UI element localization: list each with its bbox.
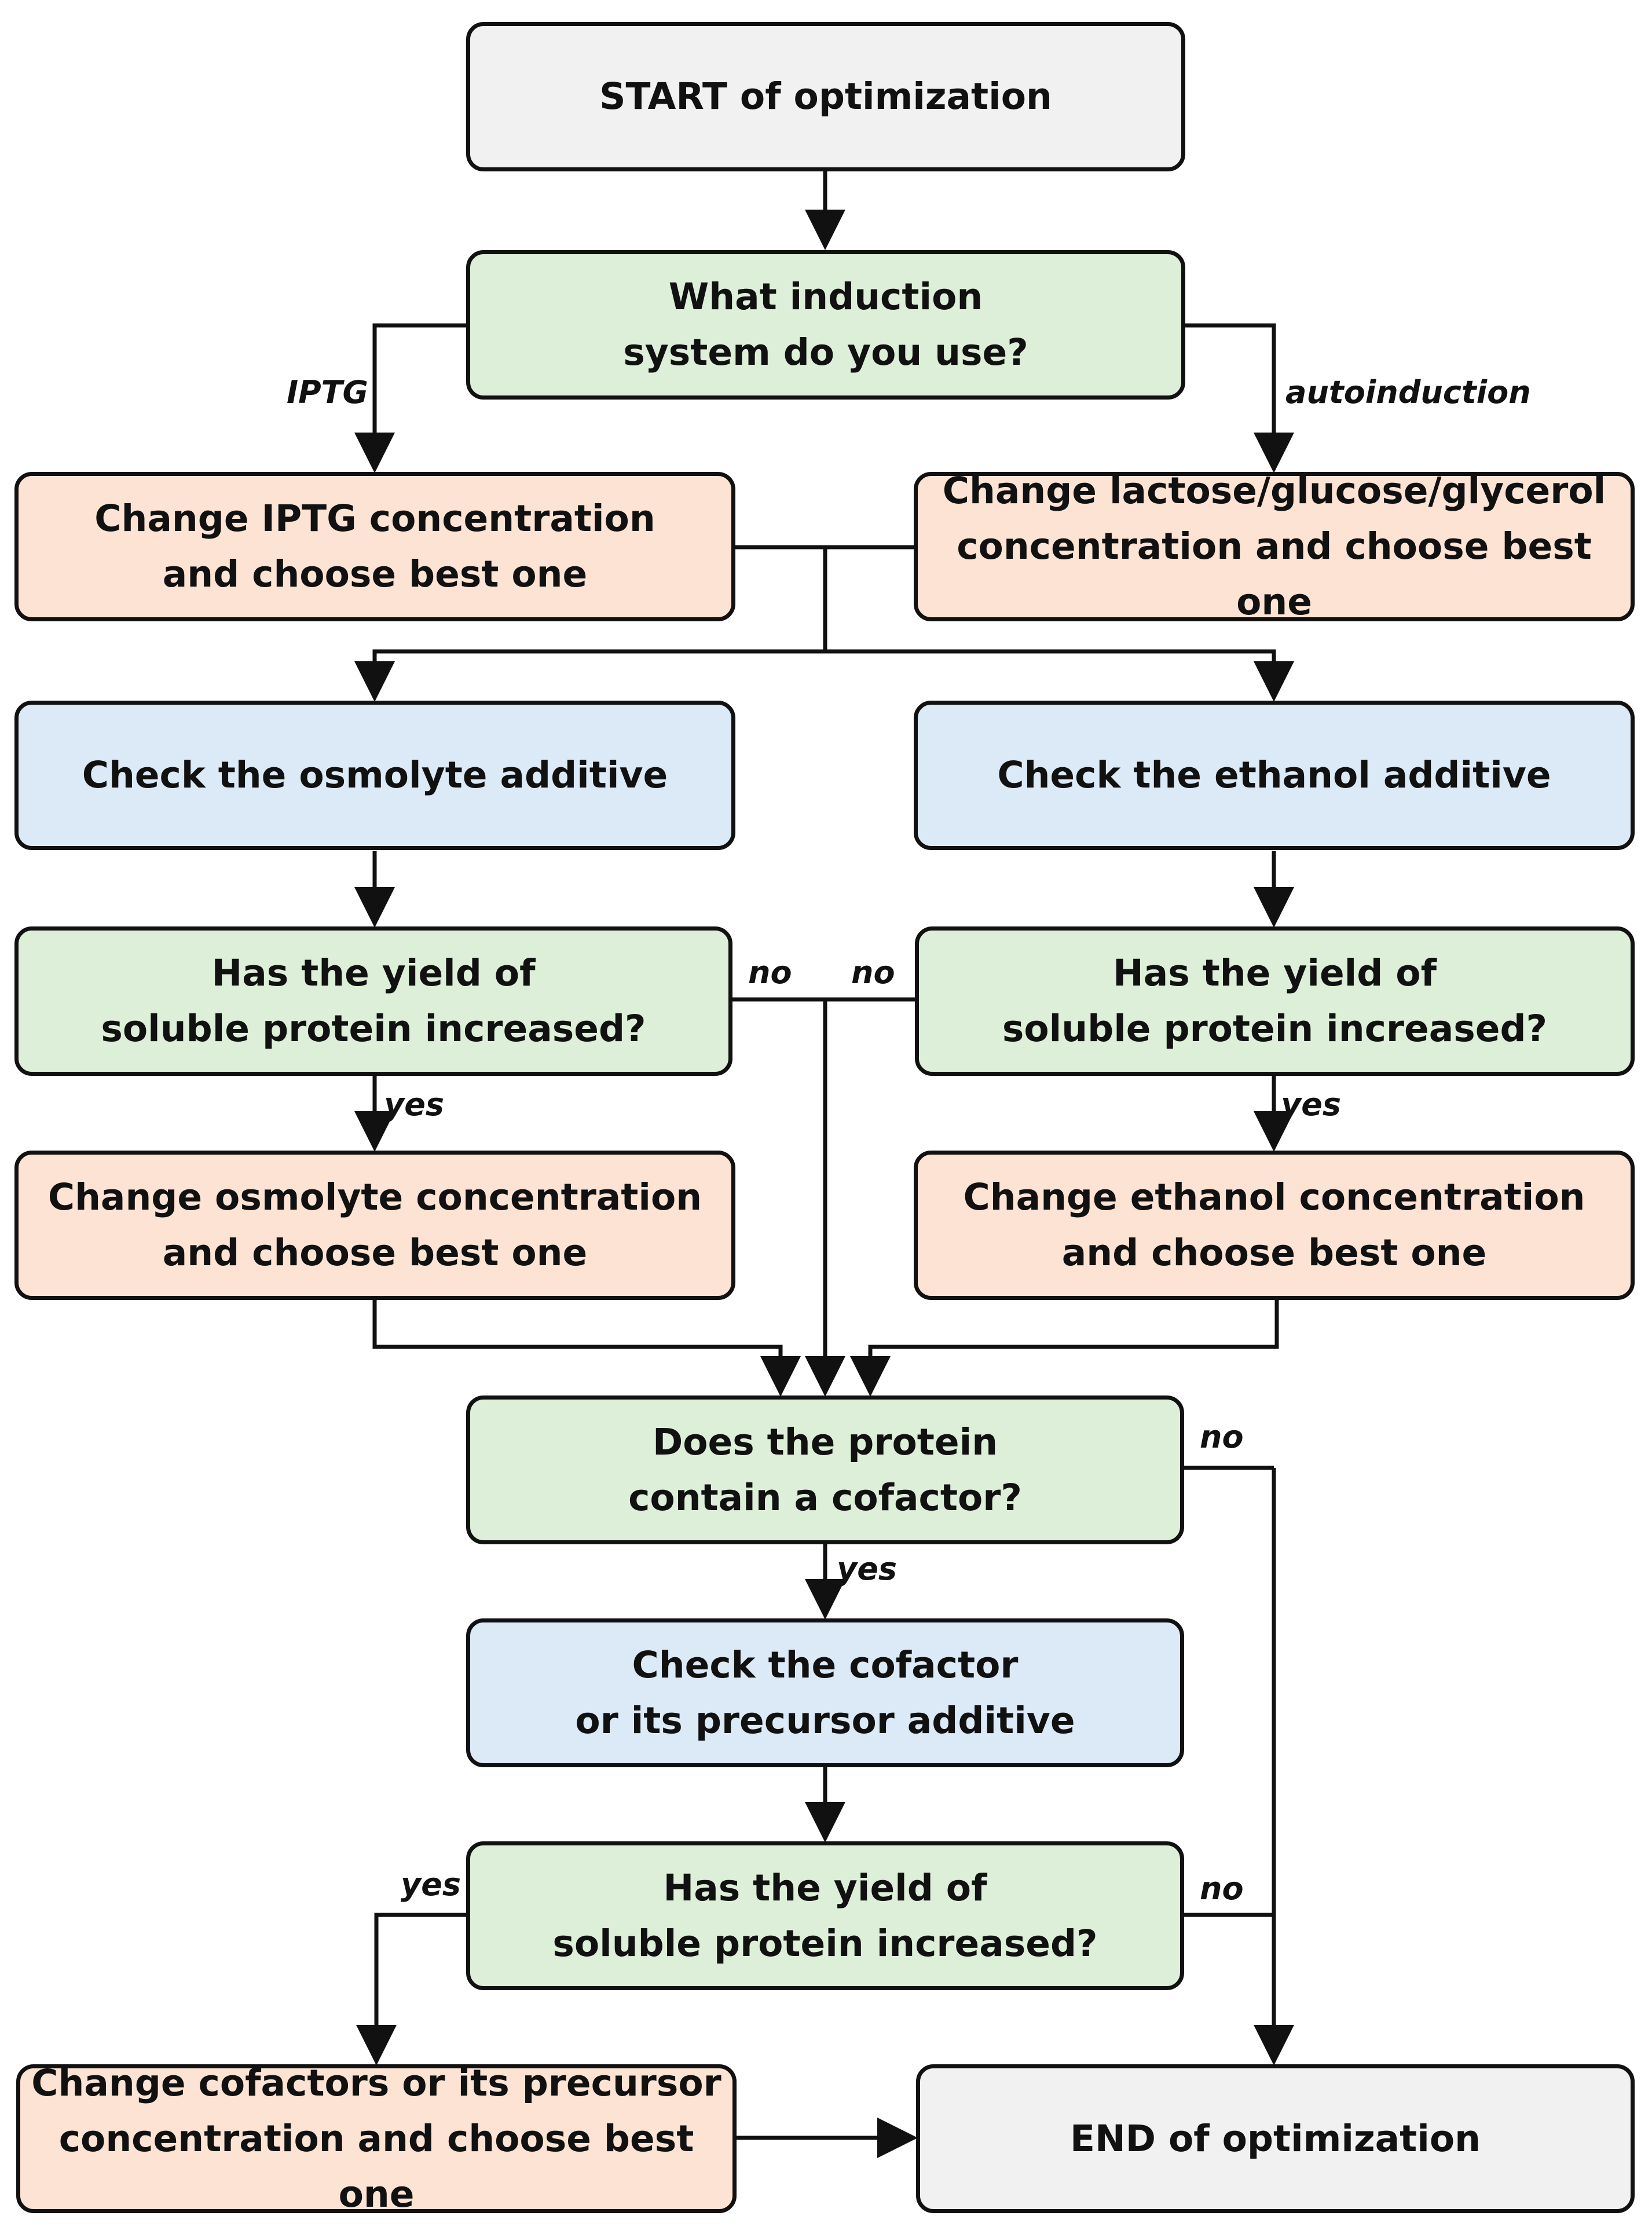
edge-label-yes-right: yes [1281,1086,1341,1123]
cofactor-question-node: Does the protein contain a cofactor? [466,1395,1184,1544]
yield-question-left-node: Has the yield of soluble protein increas… [14,926,732,1076]
arrow-induction-to-iptg [354,323,466,473]
cofactor-change-node: Change cofactors or its precursor concen… [16,2062,737,2215]
yield-question-bottom-node: Has the yield of soluble protein increas… [466,1841,1184,1990]
edge-label-no-cofactor: no [1200,1419,1244,1455]
arrow-merge-to-osmolyte [354,649,825,702]
lactose-change-node: Change lactose/glucose/glycerol concentr… [914,470,1635,623]
arrow-ethanol-change-to-cofactor [850,1300,1279,1397]
osmolyte-change-node: Change osmolyte concentration and choose… [14,1151,735,1300]
arrow-merge-to-ethanol [825,649,1294,702]
arrow-induction-to-lactose [1184,323,1294,473]
edge-label-yes-cofactor: yes [837,1551,897,1587]
edge-label-no-right: no [851,954,895,991]
osmolyte-check-node: Check the osmolyte additive [14,701,735,850]
edge-label-no-left: no [748,954,792,991]
iptg-change-node: Change IPTG concentration and choose bes… [14,472,735,621]
arrow-yield-bottom-yes [356,1913,466,2065]
edge-label-iptg: IPTG [287,374,368,411]
arrow-osmolyte-change-to-cofactor [372,1300,801,1397]
induction-question-node: What induction system do you use? [466,250,1185,400]
yield-question-right-node: Has the yield of soluble protein increas… [915,926,1635,1076]
edge-label-no-bottom: no [1200,1870,1244,1907]
end-node: END of optimization [916,2064,1635,2213]
ethanol-change-node: Change ethanol concentration and choose … [914,1151,1635,1300]
start-node: START of optimization [466,22,1185,171]
ethanol-check-node: Check the ethanol additive [914,701,1635,850]
edge-label-autoinduction: autoinduction [1285,374,1531,411]
edge-label-yes-bottom: yes [401,1866,461,1903]
edge-label-yes-left: yes [384,1086,444,1123]
cofactor-check-node: Check the cofactor or its precursor addi… [466,1618,1184,1767]
